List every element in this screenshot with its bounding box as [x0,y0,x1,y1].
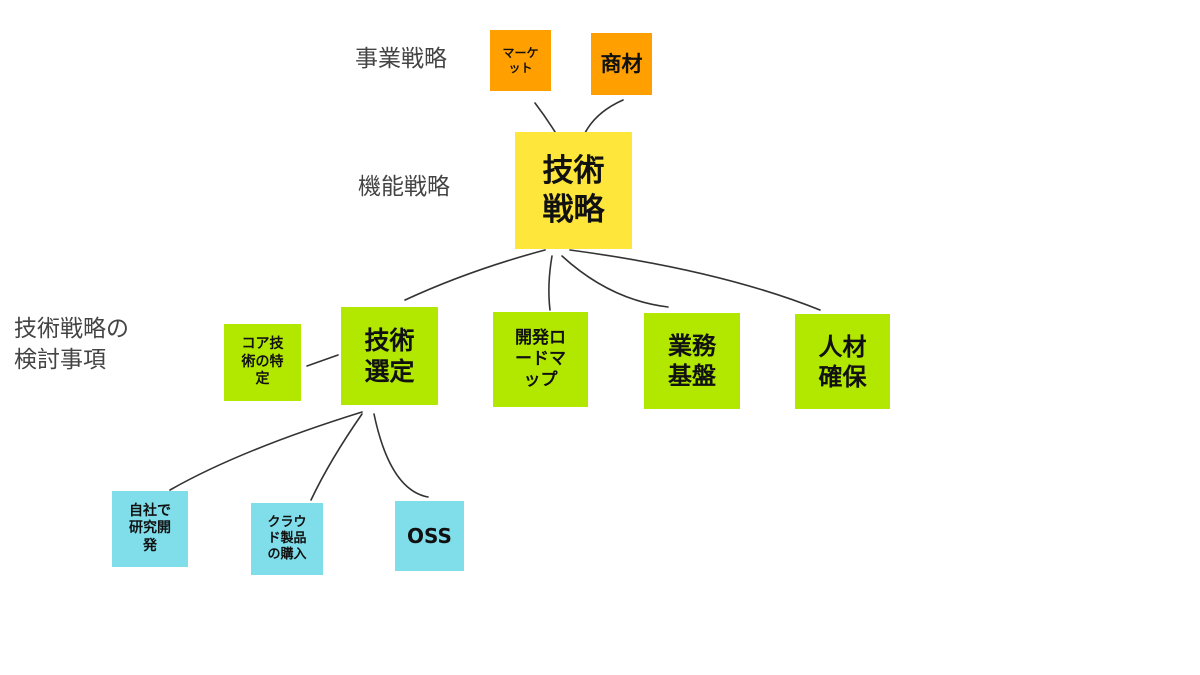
note-business-infra[interactable]: 業務基盤 [644,313,740,409]
link-tech-selection-cloud [310,413,363,501]
label-tech-strategy-considerations: 技術戦略の 検討事項 [14,316,129,374]
link-tech-selection-in-house [169,411,363,491]
note-core-tech[interactable]: コア技術の特定 [224,324,301,401]
link-tech-strategy-tech-selection [404,249,546,301]
label-business-strategy: 事業戦略 [355,46,447,72]
note-in-house-rd[interactable]: 自社で研究開発 [112,491,188,567]
label-functional-strategy: 機能戦略 [358,174,450,200]
note-tech-strategy[interactable]: 技術戦略 [515,132,632,249]
link-tech-strategy-business-infra [561,255,669,308]
link-product-tech-strategy [584,99,624,134]
note-cloud-purchase[interactable]: クラウド製品の購入 [251,503,323,575]
note-oss[interactable]: OSS [395,501,464,571]
link-core-tech-tech-selection [306,354,339,367]
link-tech-strategy-roadmap [548,255,553,311]
link-tech-selection-oss [373,413,429,498]
note-tech-selection[interactable]: 技術選定 [341,307,438,405]
note-talent[interactable]: 人材確保 [795,314,890,409]
link-tech-strategy-talent [569,249,821,311]
note-market[interactable]: マーケット [490,30,551,91]
note-dev-roadmap[interactable]: 開発ロードマップ [493,312,588,407]
note-product[interactable]: 商材 [591,33,652,95]
